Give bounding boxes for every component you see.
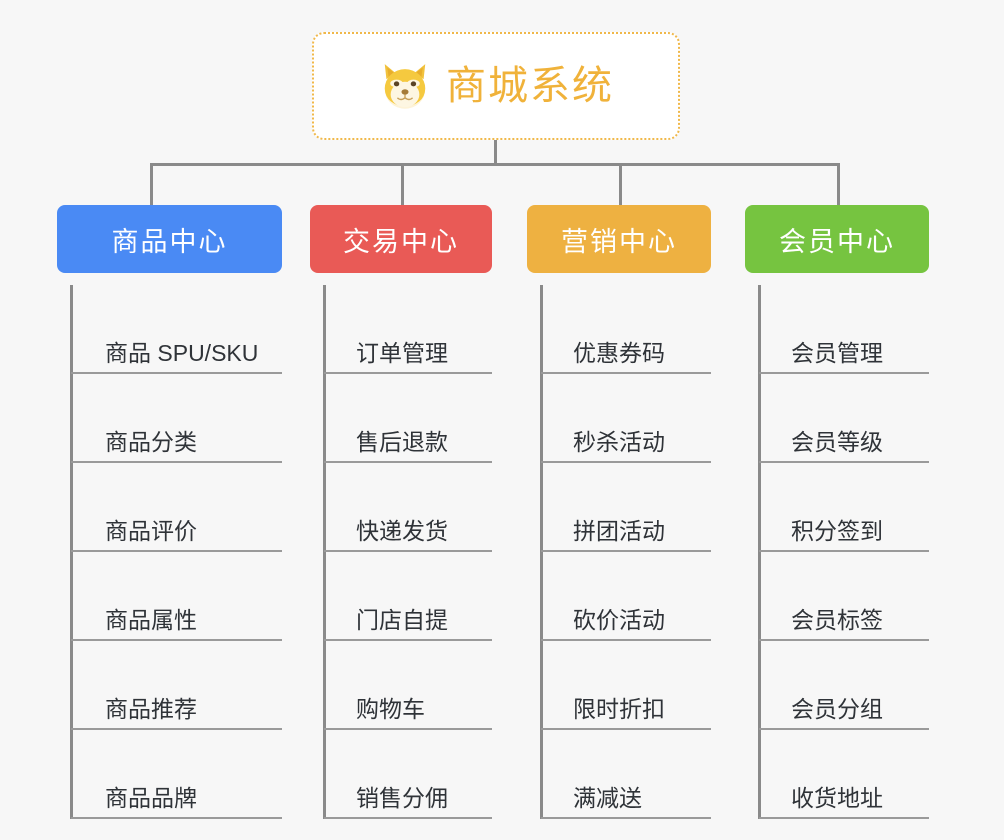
leaf-item[interactable]: 会员等级: [759, 374, 929, 463]
connector-drop-member-center: [837, 163, 840, 207]
leaf-item[interactable]: 售后退款: [324, 374, 492, 463]
leaf-label: 限时折扣: [573, 695, 665, 722]
leaf-label: 快递发货: [356, 517, 448, 544]
leaf-label: 会员分组: [791, 695, 883, 722]
leaf-item[interactable]: 快递发货: [324, 463, 492, 552]
leaf-trunk-line: [323, 285, 326, 819]
root-title: 商城系统: [446, 64, 614, 108]
leaf-label: 商品评价: [105, 517, 197, 544]
leaf-list-trade-center: 订单管理 售后退款 快递发货 门店自提 购物车 销售分佣: [310, 285, 492, 819]
branch-product-center: 商品中心 商品 SPU/SKU 商品分类 商品评价 商品属性 商品推荐 商品品牌: [57, 205, 282, 819]
leaf-label: 砍价活动: [573, 606, 665, 633]
leaf-label: 售后退款: [356, 428, 448, 455]
branch-header-label: 商品中心: [111, 226, 228, 257]
leaf-label: 会员管理: [791, 339, 883, 366]
branch-header-trade-center[interactable]: 交易中心: [310, 205, 492, 273]
connector-drop-product-center: [150, 163, 153, 207]
connector-horizontal-bus: [150, 163, 840, 166]
branch-member-center: 会员中心 会员管理 会员等级 积分签到 会员标签 会员分组 收货地址: [745, 205, 929, 819]
leaf-item[interactable]: 拼团活动: [541, 463, 711, 552]
leaf-label: 满减送: [573, 784, 642, 811]
leaf-label: 商品推荐: [105, 695, 197, 722]
leaf-trunk-line: [70, 285, 73, 819]
connector-drop-trade-center: [401, 163, 404, 207]
leaf-item[interactable]: 商品 SPU/SKU: [71, 285, 282, 374]
branch-trade-center: 交易中心 订单管理 售后退款 快递发货 门店自提 购物车 销售分佣: [310, 205, 492, 819]
branch-header-marketing-center[interactable]: 营销中心: [527, 205, 711, 273]
connector-root-stem: [494, 140, 497, 166]
root-node-mall-system[interactable]: 商城系统: [312, 32, 680, 140]
leaf-item[interactable]: 收货地址: [759, 730, 929, 819]
leaf-item[interactable]: 商品评价: [71, 463, 282, 552]
leaf-label: 商品分类: [105, 428, 197, 455]
leaf-item[interactable]: 会员分组: [759, 641, 929, 730]
leaf-item[interactable]: 积分签到: [759, 463, 929, 552]
leaf-label: 购物车: [356, 695, 425, 722]
leaf-item[interactable]: 门店自提: [324, 552, 492, 641]
leaf-label: 积分签到: [791, 517, 883, 544]
leaf-item[interactable]: 秒杀活动: [541, 374, 711, 463]
leaf-item[interactable]: 购物车: [324, 641, 492, 730]
leaf-label: 拼团活动: [573, 517, 665, 544]
connector-drop-marketing-center: [619, 163, 622, 207]
branch-header-label: 会员中心: [779, 226, 895, 257]
branch-marketing-center: 营销中心 优惠券码 秒杀活动 拼团活动 砍价活动 限时折扣 满减送: [527, 205, 711, 819]
leaf-list-member-center: 会员管理 会员等级 积分签到 会员标签 会员分组 收货地址: [745, 285, 929, 819]
leaf-item[interactable]: 销售分佣: [324, 730, 492, 819]
leaf-trunk-line: [540, 285, 543, 819]
shiba-dog-icon: [384, 64, 426, 109]
leaf-label: 会员等级: [791, 428, 883, 455]
leaf-label: 商品品牌: [105, 784, 197, 811]
leaf-item[interactable]: 满减送: [541, 730, 711, 819]
leaf-label: 门店自提: [356, 606, 448, 633]
leaf-item[interactable]: 订单管理: [324, 285, 492, 374]
leaf-list-product-center: 商品 SPU/SKU 商品分类 商品评价 商品属性 商品推荐 商品品牌: [57, 285, 282, 819]
branch-header-label: 营销中心: [561, 226, 677, 257]
leaf-item[interactable]: 会员标签: [759, 552, 929, 641]
leaf-item[interactable]: 砍价活动: [541, 552, 711, 641]
leaf-item[interactable]: 商品分类: [71, 374, 282, 463]
leaf-item[interactable]: 商品推荐: [71, 641, 282, 730]
leaf-item[interactable]: 优惠券码: [541, 285, 711, 374]
branch-header-member-center[interactable]: 会员中心: [745, 205, 929, 273]
leaf-label: 商品属性: [105, 606, 197, 633]
leaf-label: 商品 SPU/SKU: [105, 339, 259, 366]
leaf-label: 销售分佣: [356, 784, 448, 811]
branch-header-label: 交易中心: [343, 226, 459, 257]
leaf-label: 订单管理: [356, 339, 448, 366]
leaf-item[interactable]: 商品属性: [71, 552, 282, 641]
branch-header-product-center[interactable]: 商品中心: [57, 205, 282, 273]
leaf-label: 收货地址: [791, 784, 883, 811]
leaf-label: 秒杀活动: [573, 428, 665, 455]
leaf-label: 优惠券码: [573, 339, 665, 366]
leaf-trunk-line: [758, 285, 761, 819]
leaf-item[interactable]: 商品品牌: [71, 730, 282, 819]
leaf-item[interactable]: 会员管理: [759, 285, 929, 374]
leaf-item[interactable]: 限时折扣: [541, 641, 711, 730]
leaf-list-marketing-center: 优惠券码 秒杀活动 拼团活动 砍价活动 限时折扣 满减送: [527, 285, 711, 819]
leaf-label: 会员标签: [791, 606, 883, 633]
